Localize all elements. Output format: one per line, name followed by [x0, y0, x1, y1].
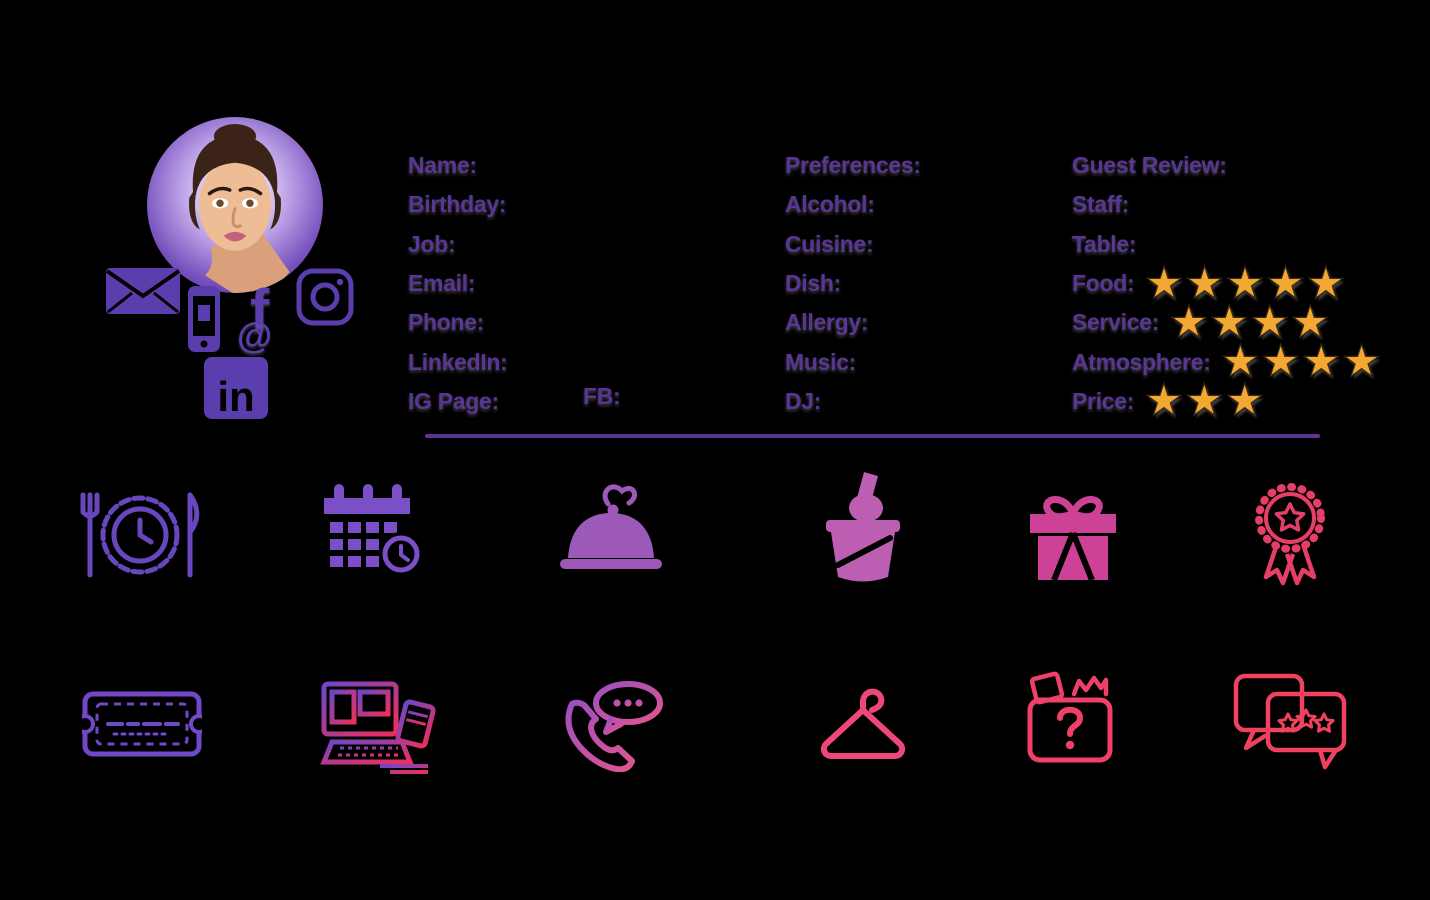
payment-terminal-icon[interactable]	[318, 678, 438, 774]
ig-page-label: IG Page:	[408, 387, 499, 414]
preferences-label: Preferences:	[785, 152, 921, 179]
gift-box-icon[interactable]	[1026, 484, 1120, 584]
atmosphere-label: Atmosphere:	[1072, 348, 1211, 375]
email-label: Email:	[408, 270, 476, 297]
clothes-hanger-icon[interactable]	[816, 668, 910, 772]
contact-info-column: Name: Birthday: Job: Email: Phone: Linke…	[408, 146, 508, 421]
linkedin-label: LinkedIn:	[408, 348, 508, 375]
dish-label: Dish:	[785, 270, 842, 297]
linkedin-icon[interactable]: in	[204, 357, 268, 419]
award-rosette-icon[interactable]	[1240, 478, 1340, 594]
food-cloche-icon[interactable]	[556, 482, 666, 582]
service-label: Service:	[1072, 309, 1160, 336]
guest-review-column: Guest Review: Staff: Table: Food: ★★★★★ …	[1072, 152, 1382, 426]
birthday-label: Birthday:	[408, 191, 507, 218]
at-sign-icon[interactable]: @	[237, 315, 273, 356]
allergy-label: Allergy:	[785, 309, 869, 336]
email-icon[interactable]	[105, 267, 181, 315]
discount-coupon-icon[interactable]	[82, 686, 202, 762]
phone-label: Phone:	[408, 309, 485, 336]
guest-review-heading: Guest Review:	[1072, 152, 1227, 179]
dining-plate-clock-icon[interactable]	[78, 487, 202, 583]
price-label: Price:	[1072, 387, 1135, 414]
dj-label: DJ:	[785, 387, 822, 414]
guest-avatar	[147, 117, 323, 293]
smartphone-icon[interactable]	[187, 285, 221, 353]
mystery-box-icon[interactable]	[1022, 664, 1118, 770]
preferences-column: Preferences: Alcohol: Cuisine: Dish: All…	[785, 146, 921, 421]
section-divider	[425, 434, 1320, 438]
champagne-bucket-icon[interactable]	[818, 468, 908, 588]
linkedin-glyph: in	[217, 372, 255, 420]
cuisine-label: Cuisine:	[785, 230, 874, 257]
fb-label: FB:	[583, 383, 621, 409]
name-label: Name:	[408, 152, 477, 179]
music-label: Music:	[785, 348, 857, 375]
job-label: Job:	[408, 230, 456, 257]
food-label: Food:	[1072, 270, 1135, 297]
table-label: Table:	[1072, 230, 1137, 257]
guest-portrait-illustration	[189, 124, 290, 293]
review-chat-icon[interactable]	[1232, 668, 1356, 774]
phone-call-chat-icon[interactable]	[556, 676, 674, 772]
alcohol-label: Alcohol:	[785, 191, 875, 218]
instagram-icon[interactable]	[296, 268, 354, 326]
staff-label: Staff:	[1072, 191, 1129, 218]
calendar-schedule-icon[interactable]	[318, 478, 422, 586]
facebook-icon[interactable]: f	[250, 278, 270, 343]
